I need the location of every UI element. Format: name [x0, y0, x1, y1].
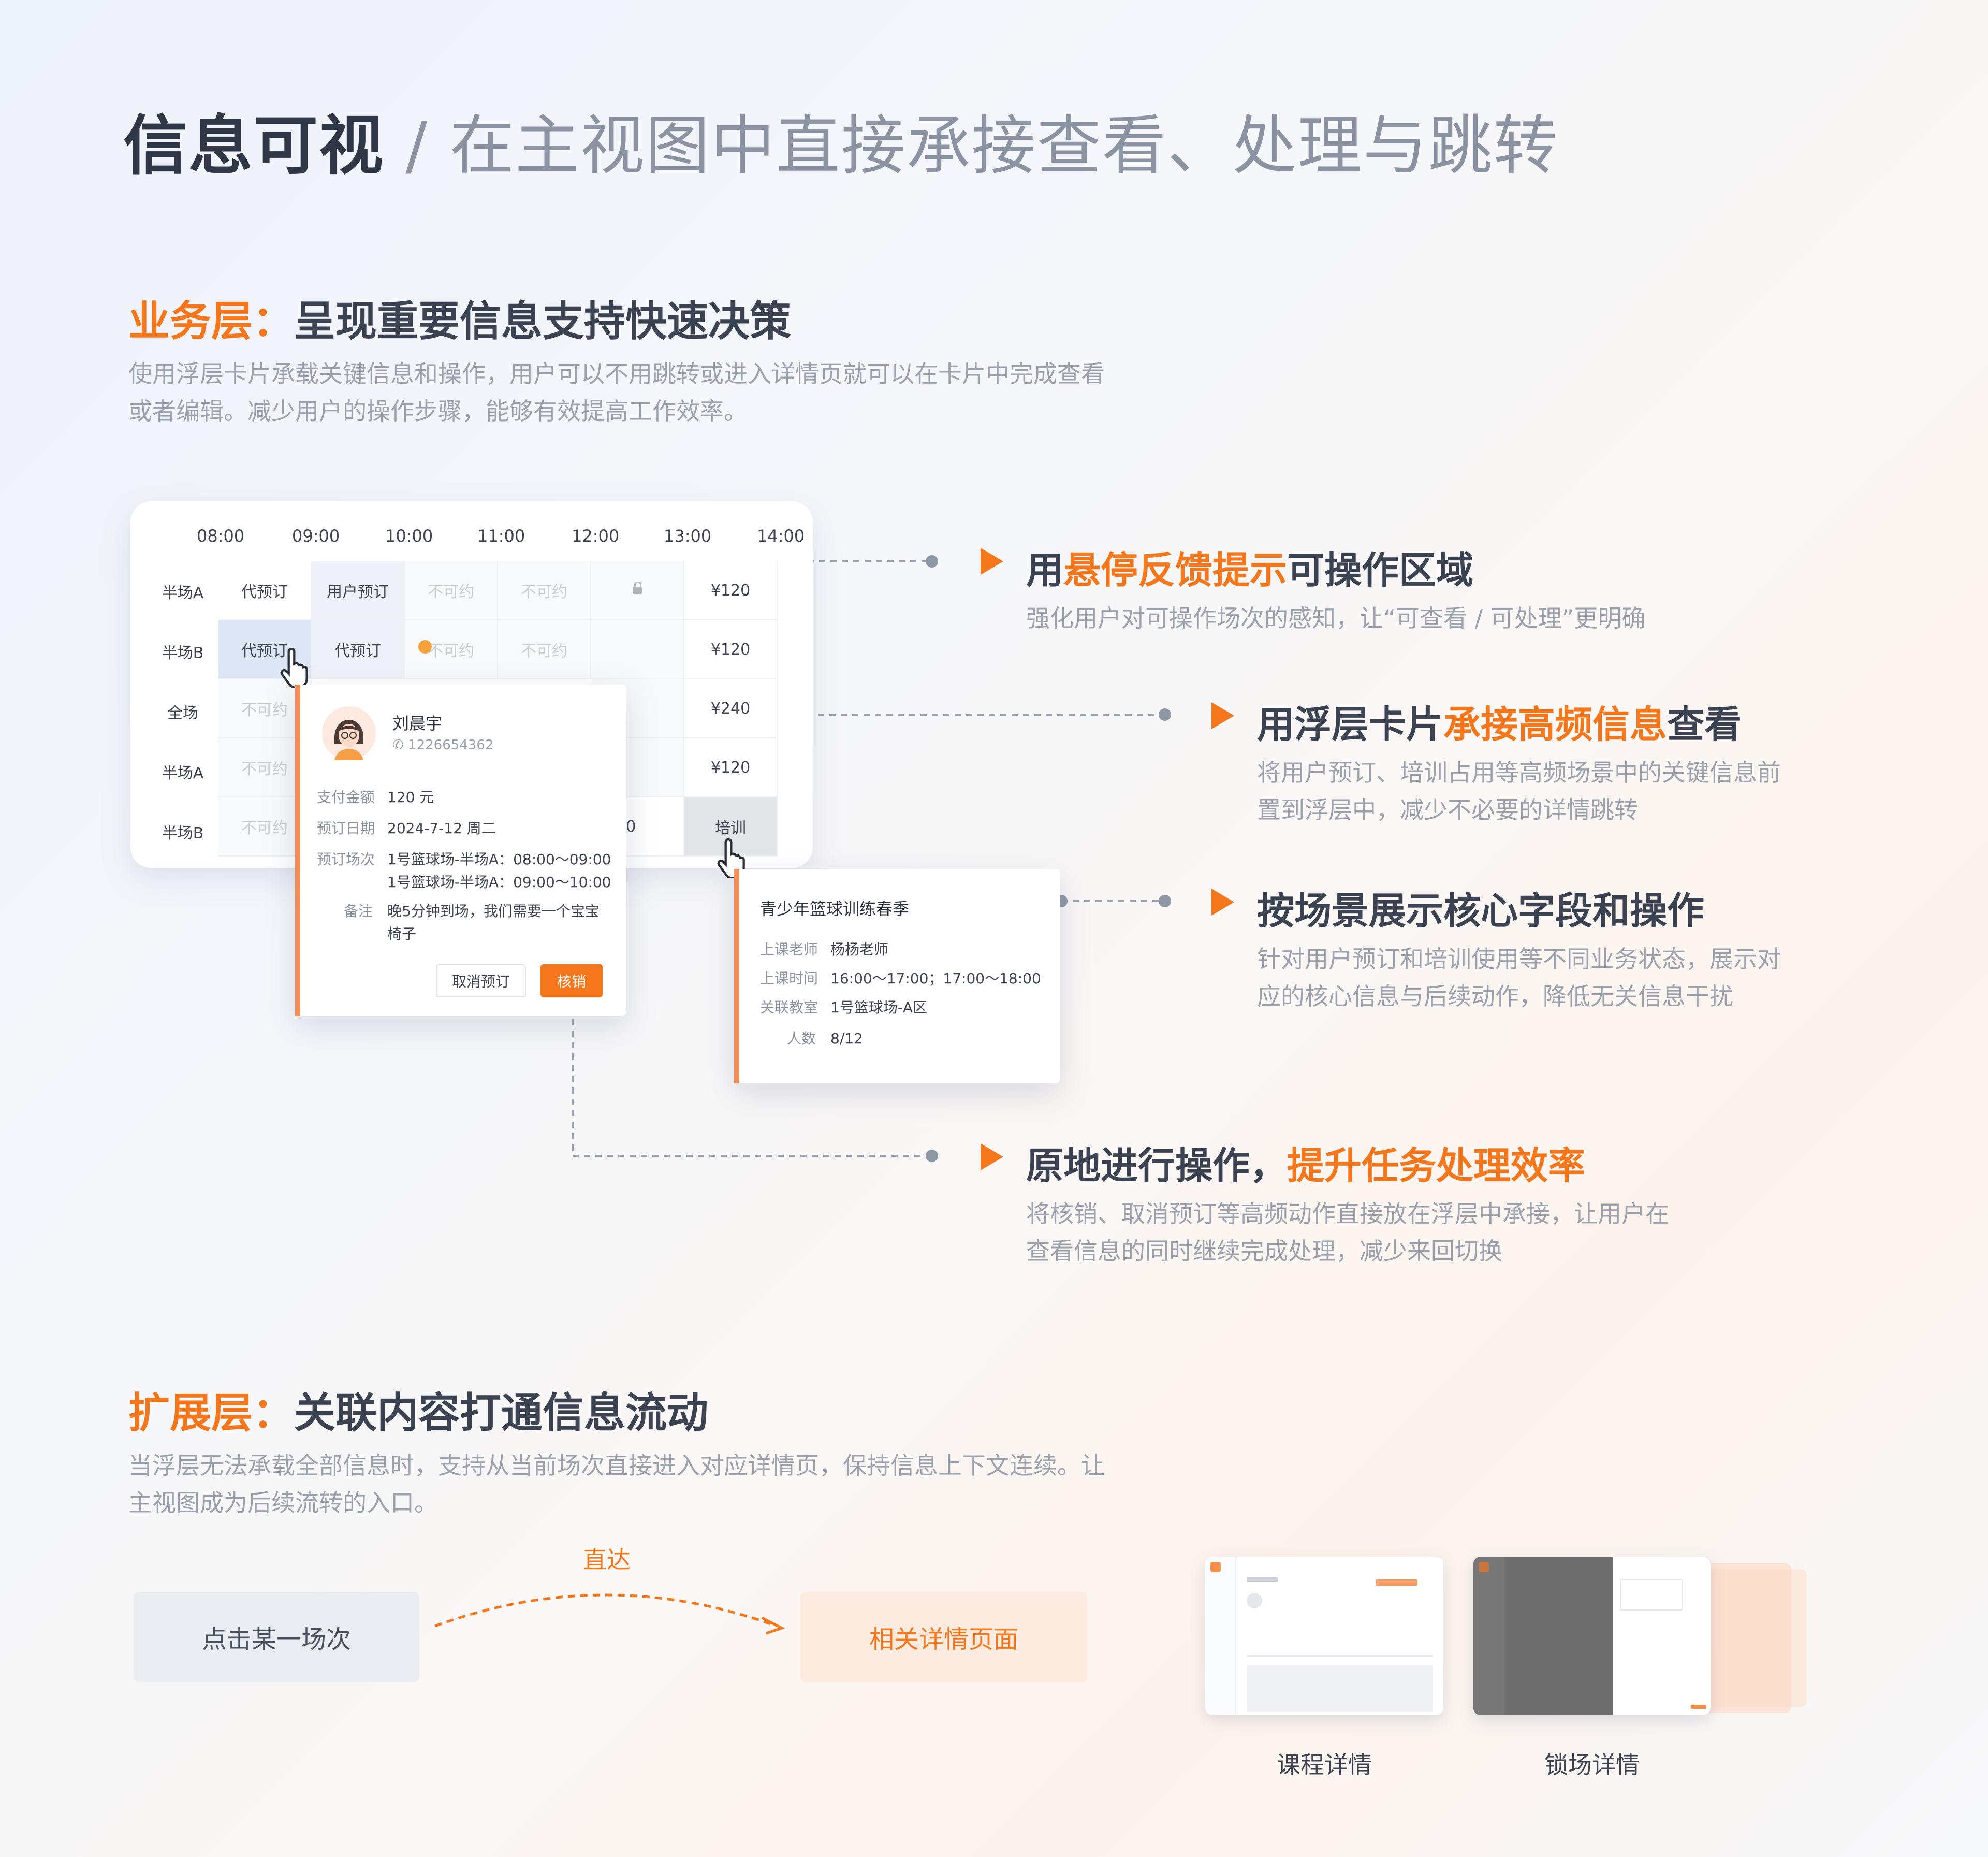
row-label: 全场: [167, 704, 198, 722]
time-label: 13:00: [664, 526, 712, 546]
extension-title: 关联内容打通信息流动: [294, 1389, 708, 1437]
training-title: 青少年篮球训练春季: [760, 899, 910, 919]
title-separator: /: [384, 109, 450, 183]
row-label: 半场B: [162, 824, 204, 843]
annotation-title: 用悬停反馈提示可操作区域: [1026, 548, 1474, 592]
annotation-title: 原地进行操作，提升任务处理效率: [1026, 1144, 1586, 1187]
slot-cell[interactable]: [591, 620, 684, 679]
avatar: [322, 706, 376, 760]
customer-phone: ✆ 1226654362: [392, 737, 494, 753]
thumb-caption: 课程详情: [1277, 1751, 1372, 1779]
annotation-title: 按场景展示核心字段和操作: [1257, 889, 1705, 933]
annotation-desc: 将用户预订、培训占用等高频场景中的关键信息前置到浮层中，减少不必要的详情跳转: [1257, 759, 1781, 824]
time-label: 09:00: [292, 526, 340, 546]
field-row: 上课老师杨杨老师: [760, 941, 889, 958]
business-title: 呈现重要信息支持快速决策: [294, 297, 791, 345]
cancel-booking-button[interactable]: 取消预订: [436, 964, 526, 997]
page-title: 信息可视 / 在主视图中直接承接查看、处理与跳转: [123, 93, 1559, 186]
time-label: 10:00: [385, 526, 433, 546]
slot-cell[interactable]: 不可约: [498, 620, 591, 679]
slot-cell[interactable]: 代预订: [312, 620, 405, 679]
lock-detail-thumbnail[interactable]: [1473, 1557, 1711, 1715]
card-accent-bar: [295, 685, 300, 1016]
verify-button[interactable]: 核销: [540, 964, 603, 997]
title-sub: 在主视图中直接承接查看、处理与跳转: [449, 109, 1559, 183]
business-heading: 业务层：呈现重要信息支持快速决策: [128, 288, 791, 348]
slot-cell[interactable]: 不可约: [405, 561, 498, 620]
time-label: 14:00: [757, 526, 805, 546]
price-cell[interactable]: ¥120: [684, 561, 778, 620]
bullet-arrow-icon: [981, 548, 1003, 575]
row-label: 半场A: [162, 764, 204, 782]
time-label: 11:00: [477, 526, 525, 546]
price-cell[interactable]: ¥120: [684, 738, 778, 797]
extension-heading: 扩展层：关联内容打通信息流动: [128, 1380, 708, 1440]
course-detail-thumbnail[interactable]: [1205, 1557, 1443, 1715]
annotation-desc: 强化用户对可操作场次的感知，让“可查看 / 可处理”更明确: [1026, 604, 1646, 632]
title-main: 信息可视: [123, 109, 385, 183]
time-label: 08:00: [197, 526, 245, 546]
bullet-arrow-icon: [981, 1143, 1003, 1170]
price-cell[interactable]: ¥240: [684, 679, 778, 738]
extension-desc: 当浮层无法承载全部信息时，支持从当前场次直接进入对应详情页，保持信息上下文连续。…: [128, 1452, 1105, 1517]
card-accent-bar: [734, 869, 739, 1083]
extension-label: 扩展层：: [128, 1389, 294, 1437]
hover-indicator-dot: [418, 640, 432, 654]
thumb-caption: 锁场详情: [1544, 1751, 1640, 1779]
arrow-label: 直达: [583, 1546, 631, 1574]
click-slot-box[interactable]: 点击某一场次: [134, 1592, 419, 1682]
phone-icon: ✆: [392, 737, 408, 753]
hand-cursor-icon: [280, 647, 308, 688]
business-desc: 使用浮层卡片承载关键信息和操作，用户可以不用跳转或进入详情页就可以在卡片中完成查…: [128, 360, 1105, 425]
customer-name: 刘晨宇: [392, 714, 443, 733]
row-label: 半场B: [162, 644, 204, 662]
slot-cell[interactable]: 用户预订: [312, 561, 405, 620]
detail-page-box[interactable]: 相关详情页面: [800, 1592, 1087, 1682]
annotation-desc: 将核销、取消预订等高频动作直接放在浮层中承接，让用户在查看信息的同时继续完成处理…: [1026, 1200, 1669, 1265]
annotation-desc: 针对用户预订和培训使用等不同业务状态，展示对应的核心信息与后续动作，降低无关信息…: [1257, 945, 1781, 1010]
slot-cell[interactable]: 不可约: [498, 561, 591, 620]
slot-cell[interactable]: 代预订: [218, 561, 312, 620]
field-row: 椅子: [387, 925, 417, 942]
business-label: 业务层：: [128, 297, 294, 345]
field-row: 备注晚5分钟到场，我们需要一个宝宝: [343, 903, 600, 920]
price-cell[interactable]: ¥120: [684, 620, 778, 679]
time-label: 12:00: [572, 526, 620, 546]
bullet-arrow-icon: [1211, 889, 1234, 916]
lock-icon: [633, 582, 642, 594]
locked-slot[interactable]: [591, 561, 684, 620]
row-label: 半场A: [162, 584, 204, 602]
bullet-arrow-icon: [1211, 702, 1234, 729]
field-row: 1号篮球场-半场A：09:00～10:00: [387, 874, 611, 891]
dashed-arrow-icon: [434, 1593, 785, 1635]
annotation-title: 用浮层卡片承接高频信息查看: [1257, 703, 1742, 746]
